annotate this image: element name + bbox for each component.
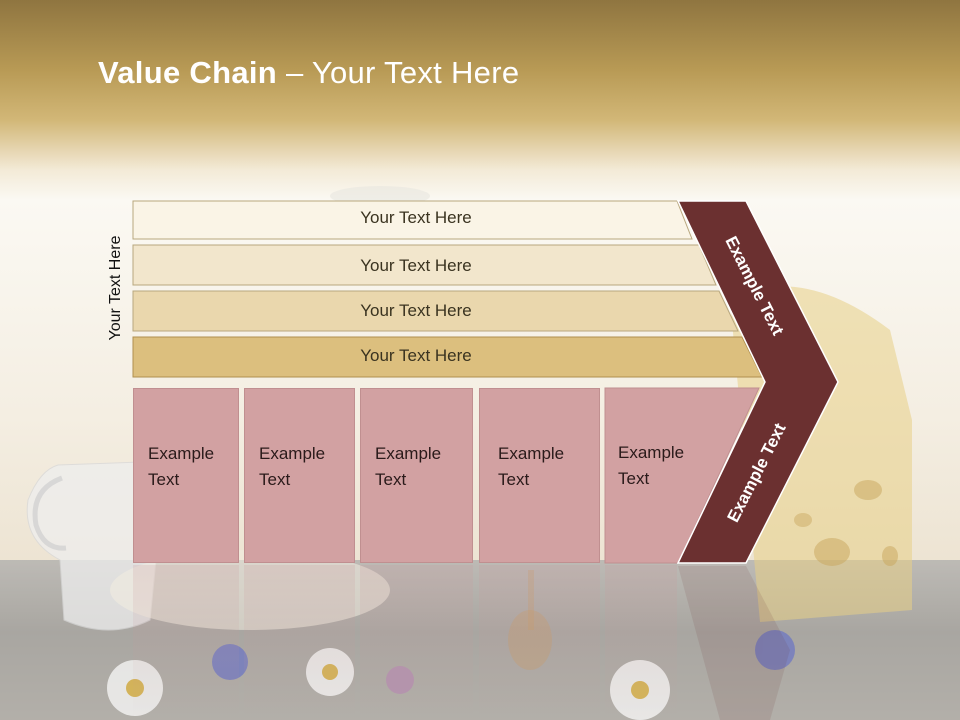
title-bold: Value Chain bbox=[98, 55, 278, 90]
support-bar-4-label: Your Text Here bbox=[360, 346, 472, 365]
cell-reflection-5 bbox=[605, 565, 677, 720]
support-bar-2-label: Your Text Here bbox=[360, 256, 472, 275]
support-bar-2 bbox=[132, 244, 717, 286]
activity-cell-4: Example Text bbox=[479, 388, 600, 563]
activity-cell-3-label: Example Text bbox=[375, 444, 442, 489]
support-bar-1-label: Your Text Here bbox=[360, 208, 472, 227]
activity-cell-1: Example Text bbox=[133, 388, 239, 563]
cell-reflection-1 bbox=[133, 565, 239, 720]
activity-cell-5-label: Example Text bbox=[618, 443, 685, 488]
support-bar-1 bbox=[132, 200, 693, 240]
cell-reflection-3 bbox=[360, 565, 473, 720]
cell-reflection-2 bbox=[244, 565, 355, 720]
support-bar-3 bbox=[132, 290, 739, 332]
cell-reflection-4 bbox=[479, 565, 600, 720]
chevron-reflection bbox=[678, 566, 790, 720]
activity-cell-1-label: Example Text bbox=[148, 444, 215, 489]
title-rest: – Your Text Here bbox=[277, 55, 520, 90]
header-band bbox=[0, 0, 960, 200]
activity-cell-2-label: Example Text bbox=[259, 444, 326, 489]
margin-chevron bbox=[676, 200, 839, 564]
activity-cell-3: Example Text bbox=[360, 388, 473, 563]
slide-title: Value Chain – Your Text Here bbox=[98, 55, 519, 91]
support-bar-3-label: Your Text Here bbox=[360, 301, 472, 320]
activity-cell-2: Example Text bbox=[244, 388, 355, 563]
activity-cell-4-label: Example Text bbox=[498, 444, 565, 489]
